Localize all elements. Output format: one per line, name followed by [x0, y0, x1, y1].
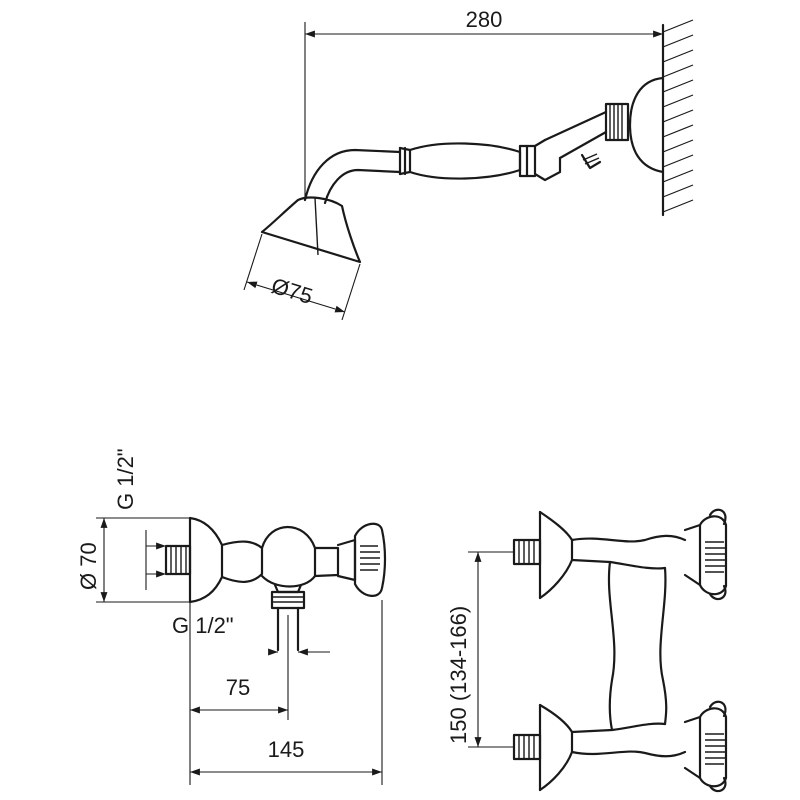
side-flange: [188, 516, 224, 604]
head-diameter-label: Ø75: [269, 273, 316, 309]
outlet-thread-label: G 1/2": [172, 613, 234, 638]
mixer-side-view: G 1/2" Ø 70 G 1/2" 75 145: [76, 448, 387, 785]
inlet-thread-label: G 1/2": [113, 448, 138, 510]
outlet-thread: [270, 583, 306, 652]
arm-length-dimension: 280: [304, 7, 663, 200]
shower-head: [260, 196, 362, 264]
depth-dimensions: 75 145: [189, 600, 383, 785]
inlet-thread-callout: G 1/2": [113, 448, 166, 590]
body-diameter-dimension: Ø 70: [76, 517, 190, 603]
shower-arm-view: Ø75 280: [243, 7, 694, 321]
inlet-spacing-label: 150 (134-166): [446, 606, 471, 744]
inlet-spacing-dimension: 150 (134-166): [446, 551, 514, 748]
handle: [408, 142, 522, 180]
mixer-front-view: 150 (134-166): [446, 508, 728, 793]
outlet-offset-label: 75: [226, 675, 250, 700]
wall-flange: [628, 76, 665, 174]
body-diameter-label: Ø 70: [76, 542, 101, 590]
total-depth-label: 145: [268, 737, 305, 762]
inlet-thread: [164, 544, 192, 576]
head-diameter-dimension: Ø75: [243, 233, 361, 321]
swivel-nut: [604, 102, 630, 142]
arm-length-label: 280: [466, 7, 503, 32]
wall-hatch: [661, 19, 694, 217]
side-knob: [336, 538, 357, 582]
